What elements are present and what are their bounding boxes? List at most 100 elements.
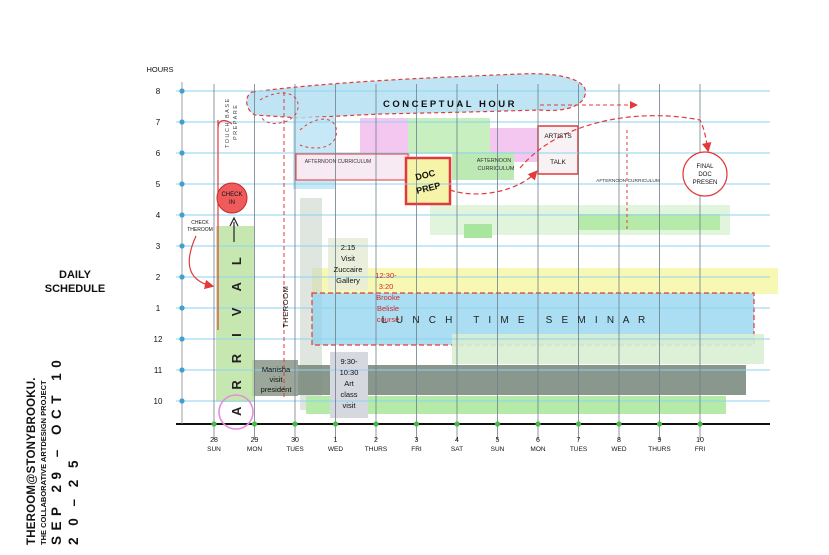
day-of-week-label: SAT bbox=[451, 446, 463, 453]
artists-label: ARTISTS bbox=[544, 133, 572, 140]
touch-base-label: TOUCH BASE bbox=[225, 97, 231, 148]
day-of-week-label: WED bbox=[611, 446, 626, 453]
block-green-3pm bbox=[578, 214, 720, 230]
block-green-10 bbox=[306, 396, 726, 414]
visit-label-1: 2:15 bbox=[341, 243, 356, 252]
block-arrival bbox=[216, 226, 254, 402]
art-class-label-1: 9:30- bbox=[340, 357, 358, 366]
visit-label-2: Visit bbox=[341, 254, 356, 263]
day-tick-dot bbox=[413, 421, 420, 427]
afternoon-label-2a: AFTERNOON bbox=[477, 158, 512, 164]
final-doc-label-2: DOC bbox=[698, 172, 712, 178]
check-in-circle bbox=[216, 182, 248, 214]
day-number-label: 1 bbox=[334, 437, 338, 444]
day-tick-dot bbox=[251, 421, 258, 427]
check-in-label-1: CHECK bbox=[221, 192, 242, 198]
day-number-label: 28 bbox=[210, 437, 218, 444]
block-pink-1 bbox=[360, 118, 410, 156]
hour-tick-label: 11 bbox=[154, 366, 163, 375]
dates-line-2: 2 0 – 2 5 bbox=[65, 456, 81, 545]
block-manisha bbox=[252, 360, 298, 396]
block-visit-zuccaire bbox=[328, 238, 368, 290]
day-of-week-label: WED bbox=[328, 446, 343, 453]
annotation-layer bbox=[188, 92, 728, 430]
block-doc-prep bbox=[404, 156, 452, 206]
day-of-week-label: TUES bbox=[286, 446, 304, 453]
day-number-label: 9 bbox=[658, 437, 662, 444]
final-doc-label-3: PRESEN bbox=[693, 180, 718, 186]
talk-label: TALK bbox=[550, 159, 566, 166]
day-tick-dot bbox=[494, 421, 501, 427]
grid-layer: 8765432112111028SUN29MON30TUES1WED2THURS… bbox=[154, 82, 770, 453]
manisha-label-2: visit bbox=[270, 375, 284, 384]
final-doc-label-1: FINAL bbox=[696, 164, 714, 170]
day-tick-dot bbox=[656, 421, 663, 427]
hour-tick-label: 4 bbox=[156, 211, 161, 220]
art-class-label-4: class bbox=[340, 390, 357, 399]
day-number-label: 4 bbox=[455, 437, 459, 444]
hour-tick-label: 7 bbox=[156, 118, 161, 127]
brooke-label-2: 3:20 bbox=[379, 282, 394, 291]
vertical-title-block: THEROOM@STONYBROOKU. THE COLLABORATIVE A… bbox=[26, 354, 81, 545]
day-of-week-label: FRI bbox=[411, 446, 422, 453]
hour-tick-label: 1 bbox=[156, 304, 161, 313]
touchbase-loop bbox=[259, 92, 337, 149]
hour-tick-label: 2 bbox=[156, 273, 161, 282]
art-class-label-5: visit bbox=[343, 401, 357, 410]
day-number-label: 3 bbox=[415, 437, 419, 444]
hours-axis-label: HOURS bbox=[146, 65, 173, 74]
manisha-label-1: Manisha bbox=[262, 365, 291, 374]
visit-label-3: Zuccaire bbox=[334, 265, 363, 274]
day-of-week-label: SUN bbox=[491, 446, 505, 453]
afternoon-label-1: AFTERNOON CURRICULUM bbox=[305, 159, 371, 165]
check-in-label-2: IN bbox=[229, 200, 235, 206]
day-number-label: 30 bbox=[291, 437, 299, 444]
visit-label-4: Gallery bbox=[336, 276, 360, 285]
day-number-label: 29 bbox=[251, 437, 259, 444]
hour-tick-label: 5 bbox=[156, 180, 161, 189]
arrival-label: ARRIVAL bbox=[229, 240, 244, 416]
check-theroom-label-2: THEROOM bbox=[187, 227, 213, 233]
afternoon-label-2b: CURRICULUM bbox=[478, 166, 515, 172]
dates-line-1: SEP 29 – OCT 10 bbox=[49, 354, 64, 545]
final-doc-circle bbox=[682, 151, 728, 197]
day-number-label: 5 bbox=[496, 437, 500, 444]
day-of-week-label: THURS bbox=[365, 446, 388, 453]
touchbase-arrow bbox=[217, 119, 233, 129]
brooke-label-5: course bbox=[377, 315, 400, 324]
day-of-week-label: SUN bbox=[207, 446, 221, 453]
day-of-week-label: MON bbox=[530, 446, 545, 453]
hour-tick-label: 3 bbox=[156, 242, 161, 251]
brooke-label-4: Belisle bbox=[377, 304, 399, 313]
text-layer: CONCEPTUAL HOUR TOUCH BASE PREPARE AFTER… bbox=[146, 65, 717, 416]
doc-prep-label-1: DOC bbox=[414, 168, 436, 183]
handle-label: THEROOM@STONYBROOKU. bbox=[26, 377, 38, 545]
manisha-label-3: president bbox=[261, 385, 293, 394]
day-tick-dot bbox=[373, 421, 379, 427]
block-gray-column bbox=[300, 198, 322, 410]
day-tick-dot bbox=[211, 421, 217, 427]
theroom-vertical-label: THEROOM bbox=[281, 285, 290, 328]
afternoon-label-3: AFTERNOON CURRICULUM bbox=[596, 178, 660, 184]
day-of-week-label: TUES bbox=[570, 446, 588, 453]
block-green-small bbox=[464, 224, 492, 238]
lunch-seminar-label: L U N C H T I M E S E M I N A R bbox=[382, 315, 649, 326]
day-number-label: 2 bbox=[374, 437, 378, 444]
day-tick-dot bbox=[697, 421, 703, 427]
block-afternoon-band bbox=[295, 153, 409, 181]
day-tick-dot bbox=[575, 421, 582, 427]
day-tick-dot bbox=[292, 421, 298, 427]
day-of-week-label: FRI bbox=[695, 446, 706, 453]
check-theroom-curve bbox=[188, 235, 215, 290]
art-class-label-3: Art bbox=[344, 379, 355, 388]
daily-schedule-title: DAILY SCHEDULE bbox=[40, 268, 110, 296]
conceptual-hour-label: CONCEPTUAL HOUR bbox=[383, 99, 517, 110]
day-number-label: 7 bbox=[577, 437, 581, 444]
hour-tick-label: 8 bbox=[156, 87, 161, 96]
curve-to-final bbox=[519, 115, 712, 169]
project-label: THE COLLABORATIVE ARTDESIGN PROJECT bbox=[38, 380, 48, 545]
block-green-1 bbox=[408, 118, 490, 154]
arrival-a-circle bbox=[218, 394, 254, 430]
hour-tick-label: 10 bbox=[154, 397, 163, 406]
